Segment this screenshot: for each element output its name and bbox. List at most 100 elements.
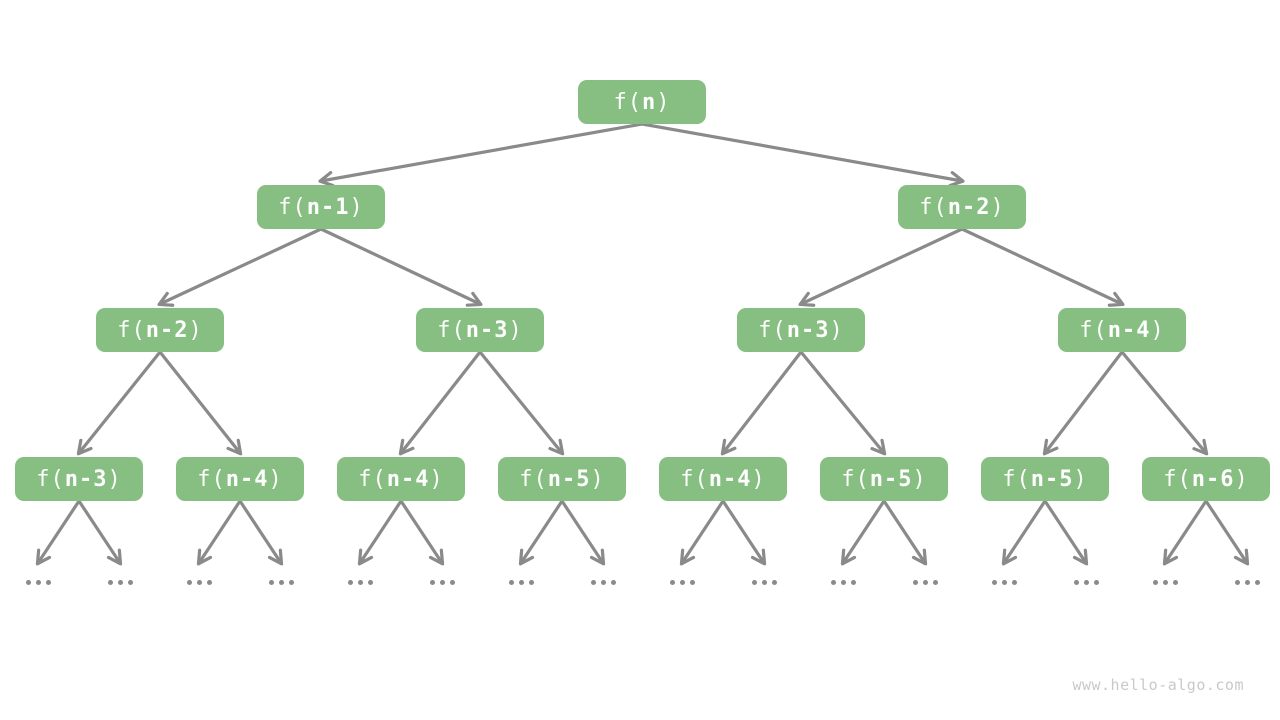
node-label-pre: f( [613, 89, 642, 115]
node-label-arg: n-6 [1191, 466, 1235, 492]
edge-line [560, 500, 606, 566]
tree-node: f(n-3) [416, 308, 544, 352]
ellipsis-node [913, 580, 938, 585]
node-label-post: ) [107, 466, 122, 492]
tree-node: f(n-4) [1058, 308, 1186, 352]
node-label-arg: n-2 [145, 317, 189, 343]
tree-node: f(n-3) [15, 457, 143, 501]
ellipsis-node [992, 580, 1017, 585]
node-label-pre: f( [841, 466, 870, 492]
tree-node: f(n-4) [176, 457, 304, 501]
ellipsis-dot [46, 580, 51, 585]
edge-line [1043, 500, 1089, 566]
ellipsis-dot [1173, 580, 1178, 585]
node-label-arg: n-5 [1030, 466, 1074, 492]
ellipsis-dot [680, 580, 685, 585]
edge-line [76, 350, 162, 456]
ellipsis-dot [440, 580, 445, 585]
ellipsis-dot [118, 580, 123, 585]
edge-line [799, 350, 887, 456]
node-label-pre: f( [36, 466, 65, 492]
edge-line [318, 122, 643, 188]
ellipsis-node [670, 580, 695, 585]
edge-line [840, 500, 886, 566]
node-label-pre: f( [358, 466, 387, 492]
ellipsis-dot [348, 580, 353, 585]
edge-line [720, 351, 803, 456]
node-label-post: ) [1150, 317, 1165, 343]
edge-line [238, 500, 284, 566]
ellipsis-dot [851, 580, 856, 585]
node-label-pre: f( [437, 317, 466, 343]
node-label-pre: f( [278, 194, 307, 220]
ellipsis-node [26, 580, 51, 585]
node-label-arg: n-2 [947, 194, 991, 220]
ellipsis-node [108, 580, 133, 585]
tree-node: f(n-5) [498, 457, 626, 501]
ellipsis-dot [670, 580, 675, 585]
ellipsis-node [348, 580, 373, 585]
ellipsis-node [1074, 580, 1099, 585]
tree-node: f(n-2) [96, 308, 224, 352]
edge-line [961, 227, 1125, 307]
ellipsis-dot [450, 580, 455, 585]
edge-line [679, 500, 725, 566]
node-label-post: ) [590, 466, 605, 492]
edge-line [518, 500, 564, 566]
node-label-arg: n [642, 89, 657, 115]
ellipsis-dot [529, 580, 534, 585]
node-label-arg: n-5 [869, 466, 913, 492]
ellipsis-dot [108, 580, 113, 585]
node-label-post: ) [188, 317, 203, 343]
ellipsis-dot [841, 580, 846, 585]
edge-line [399, 500, 445, 566]
node-label-pre: f( [1079, 317, 1108, 343]
ellipsis-dot [368, 580, 373, 585]
ellipsis-dot [289, 580, 294, 585]
node-label-post: ) [751, 466, 766, 492]
tree-node: f(n-6) [1142, 457, 1270, 501]
node-label-arg: n-5 [547, 466, 591, 492]
edge-line [1001, 500, 1047, 566]
ellipsis-dot [831, 580, 836, 585]
node-label-arg: n-4 [708, 466, 752, 492]
ellipsis-dot [611, 580, 616, 585]
ellipsis-node [1153, 580, 1178, 585]
ellipsis-dot [207, 580, 212, 585]
watermark: www.hello-algo.com [1072, 676, 1244, 694]
ellipsis-dot [1153, 580, 1158, 585]
ellipsis-node [187, 580, 212, 585]
ellipsis-dot [762, 580, 767, 585]
edge-line [320, 227, 483, 307]
ellipsis-dot [1002, 580, 1007, 585]
ellipsis-dot [128, 580, 133, 585]
node-label-post: ) [1234, 466, 1249, 492]
node-label-pre: f( [758, 317, 787, 343]
node-label-pre: f( [117, 317, 146, 343]
edge-line [196, 500, 242, 566]
ellipsis-dot [197, 580, 202, 585]
ellipsis-dot [913, 580, 918, 585]
ellipsis-dot [933, 580, 938, 585]
edge-line [1120, 350, 1209, 456]
node-label-pre: f( [680, 466, 709, 492]
ellipsis-node [591, 580, 616, 585]
edge-line [398, 351, 482, 456]
ellipsis-dot [279, 580, 284, 585]
ellipsis-dot [772, 580, 777, 585]
ellipsis-node [831, 580, 856, 585]
node-label-arg: n-4 [386, 466, 430, 492]
ellipsis-dot [690, 580, 695, 585]
ellipsis-node [430, 580, 455, 585]
node-label-arg: n-3 [465, 317, 509, 343]
edge-line [478, 350, 565, 456]
node-label-post: ) [912, 466, 927, 492]
node-label-pre: f( [1002, 466, 1031, 492]
edge-line [77, 500, 123, 566]
edge-line [357, 500, 403, 566]
ellipsis-node [1235, 580, 1260, 585]
ellipsis-dot [923, 580, 928, 585]
node-label-post: ) [829, 317, 844, 343]
ellipsis-dot [519, 580, 524, 585]
edge-line [1042, 351, 1124, 456]
